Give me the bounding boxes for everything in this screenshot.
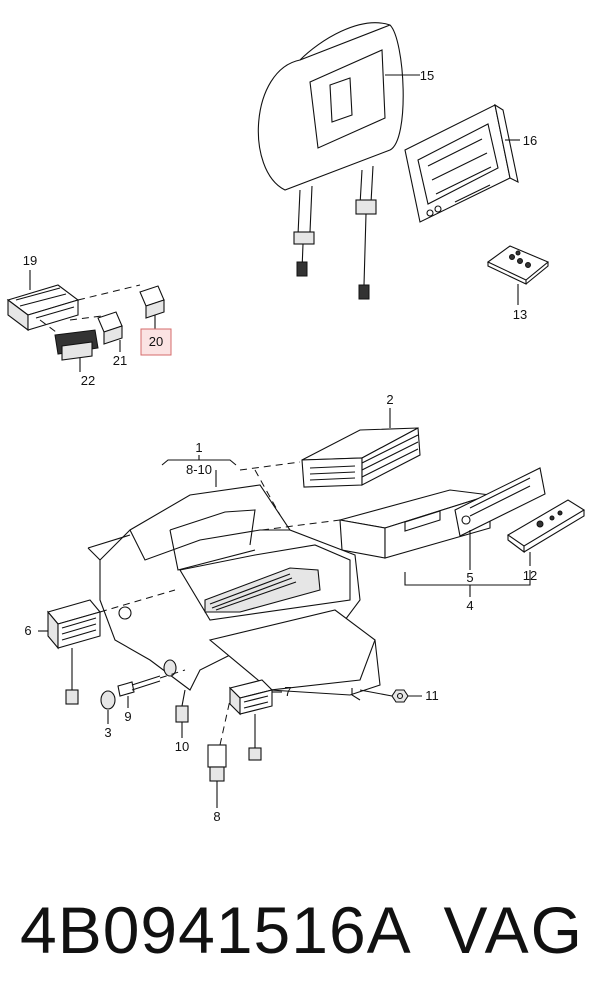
parts-diagram: 1 8-10 2 3 4 5 6 7 8 9 10 11 12 13 15 16… xyxy=(6,22,586,824)
callout-12: 12 xyxy=(523,568,537,583)
callout-4: 4 xyxy=(466,598,473,613)
callout-20: 20 xyxy=(149,334,163,349)
callout-21: 21 xyxy=(113,353,127,368)
switch-panel-part-6 xyxy=(38,589,176,705)
headrest-part-15 xyxy=(257,22,420,300)
brand-name: VAG xyxy=(443,893,584,967)
callout-11: 11 xyxy=(425,688,439,703)
callout-22: 22 xyxy=(81,373,95,388)
remote-large-part-12 xyxy=(506,499,586,566)
callout-20-highlight-box xyxy=(140,328,172,356)
clip-part-10 xyxy=(175,689,189,738)
callout-7: 7 xyxy=(284,684,291,699)
console-assembly-part-1 xyxy=(87,484,381,696)
switch-part-7 xyxy=(228,679,282,761)
callout-15: 15 xyxy=(420,68,434,83)
callout-5: 5 xyxy=(466,570,473,585)
callout-1-range: 8-10 xyxy=(186,462,212,477)
callout-9: 9 xyxy=(124,709,131,724)
callout-19: 19 xyxy=(23,253,37,268)
nut-part-11 xyxy=(359,689,422,703)
callout-16: 16 xyxy=(523,133,537,148)
cap-part-3 xyxy=(100,690,116,724)
connector-part-8 xyxy=(207,699,231,808)
callout-13: 13 xyxy=(513,307,527,322)
callout-10: 10 xyxy=(175,739,189,754)
switch-cluster-parts-19-22 xyxy=(6,270,165,372)
changer-part-2 xyxy=(301,408,421,488)
callout-6: 6 xyxy=(24,623,31,638)
callout-3: 3 xyxy=(104,725,111,740)
monitor-part-16 xyxy=(404,103,520,223)
navigation-unit-part-5 xyxy=(339,467,546,597)
callout-2: 2 xyxy=(386,392,393,407)
screw-part-9 xyxy=(117,669,186,708)
callout-1: 1 xyxy=(195,440,202,455)
part-number: 4B0941516A xyxy=(20,893,412,967)
part-number-footer: 4B0941516A VAG xyxy=(20,885,590,995)
remote-small-part-13 xyxy=(486,245,550,305)
callout-8: 8 xyxy=(213,809,220,824)
